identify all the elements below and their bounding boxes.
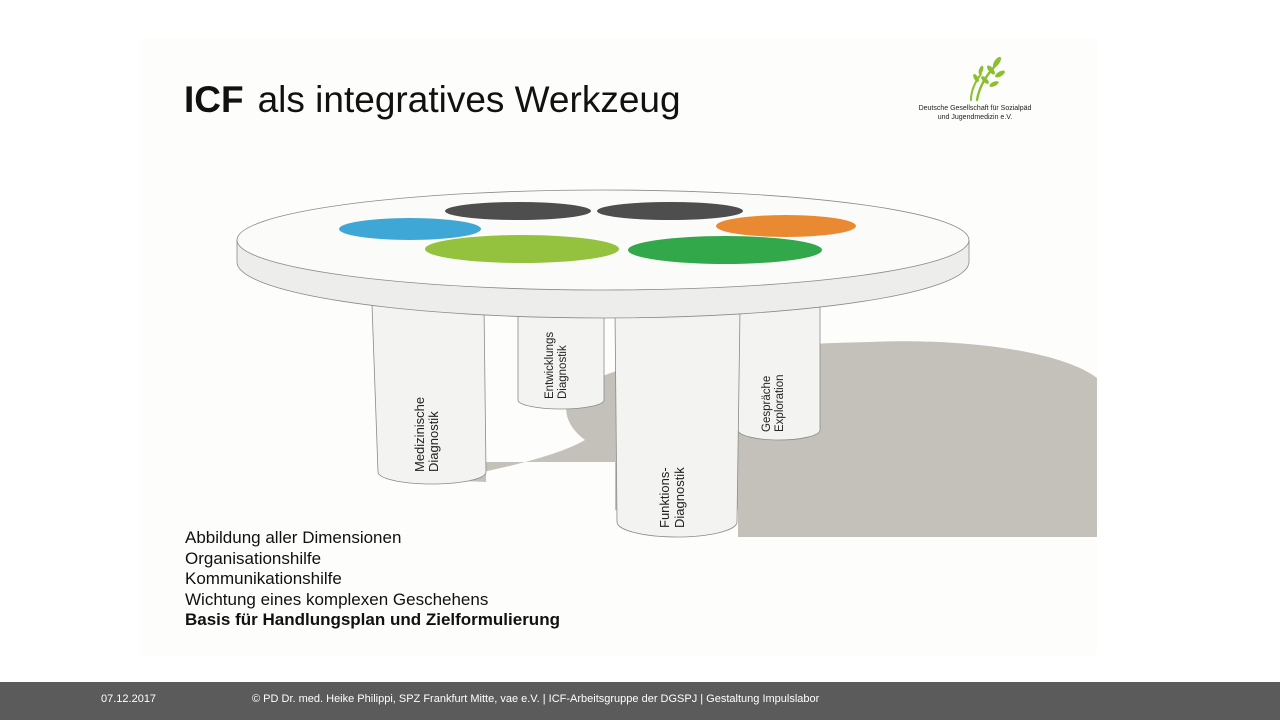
wheat-logo-icon: [970, 56, 1005, 102]
footer-bar: 07.12.2017 © PD Dr. med. Heike Philippi,…: [0, 682, 1280, 720]
bullet-item: Abbildung aller Dimensionen: [185, 528, 402, 547]
logo-text: Deutsche Gesellschaft für Sozialpäd und …: [905, 104, 1045, 122]
pillar-medizin: Medizinische Diagnostik: [371, 304, 487, 485]
pillar-funktion-label-1: Funktions-: [657, 467, 672, 528]
title-rest: als integratives Werkzeug: [257, 79, 681, 120]
pillar-medizin-label-2: Diagnostik: [426, 411, 441, 472]
pillar-entwicklung-label-1: Entwicklungs: [544, 332, 556, 399]
disc-blue: [339, 218, 481, 240]
pillar-funktion: Funktions- Diagnostik: [614, 309, 741, 538]
bullet-item: Kommunikationshilfe: [185, 569, 342, 589]
pillar-entwicklung-label-2: Diagnostik: [557, 345, 569, 399]
pillar-medizin-label-1: Medizinische: [412, 397, 427, 472]
bullet-item-emphasis: Basis für Handlungsplan und Zielformulie…: [185, 610, 560, 630]
footer-date: 07.12.2017: [101, 693, 157, 705]
pillar-funktion-label-2: Diagnostik: [672, 467, 687, 528]
logo-text-line-1: Deutsche Gesellschaft für Sozialpäd: [918, 105, 1032, 112]
footer-credit: © PD Dr. med. Heike Philippi, SPZ Frankf…: [252, 693, 820, 705]
bullet-item: Wichtung eines komplexen Geschehens: [185, 589, 489, 609]
dgspj-logo: Deutsche Gesellschaft für Sozialpäd und …: [905, 54, 1045, 126]
disc-dark-2: [597, 202, 743, 220]
disc-dark-1: [445, 202, 591, 220]
disc-green: [628, 236, 822, 264]
slide-title: ICF als integratives Werkzeug: [184, 78, 681, 122]
logo-text-line-2: und Jugendmedizin e.V.: [937, 114, 1013, 121]
pillar-gespraeche-label-1: Gespräche: [761, 376, 773, 432]
round-table-illustration: Entwicklungs Diagnostik Gespräche Explor…: [236, 189, 1097, 538]
pillar-gespraeche: Gespräche Exploration: [737, 304, 821, 441]
pillar-gespraeche-label-2: Exploration: [774, 374, 786, 432]
pillar-entwicklung: Entwicklungs Diagnostik: [517, 309, 605, 410]
disc-orange: [716, 215, 856, 237]
disc-lime: [425, 235, 619, 263]
table-discs: [339, 202, 856, 264]
bullet-item: Organisationshilfe: [185, 548, 322, 568]
bullet-list: Abbildung aller Dimensionen Organisation…: [185, 528, 560, 631]
title-icf: ICF: [184, 79, 244, 120]
